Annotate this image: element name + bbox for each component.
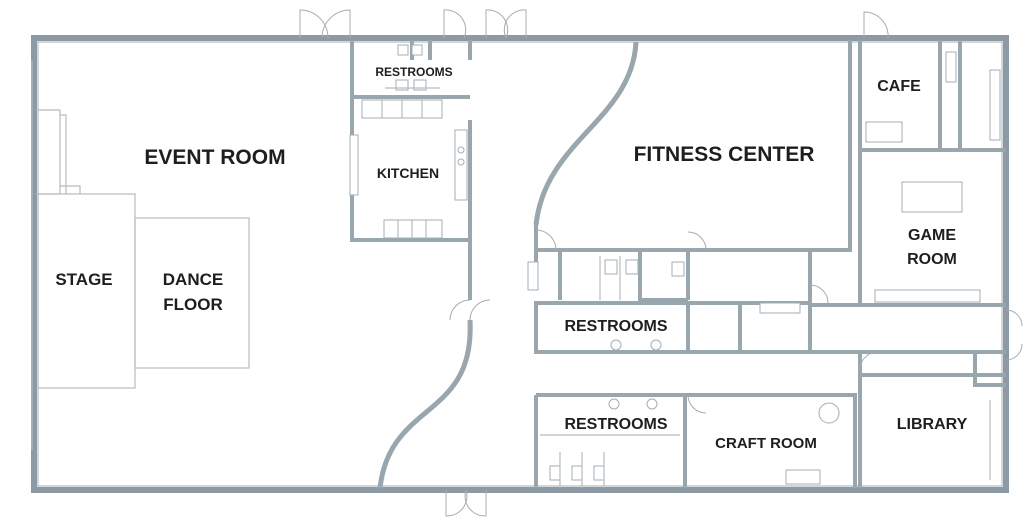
doors (299, 9, 1023, 517)
label-cafe: CAFE (877, 78, 921, 95)
game-table (901, 181, 963, 213)
label-game-room-1: GAME (908, 227, 956, 244)
label-library: LIBRARY (897, 416, 968, 433)
label-event-room: EVENT ROOM (144, 146, 285, 169)
label-restrooms-top: RESTROOMS (375, 65, 452, 79)
label-stage: STAGE (55, 270, 112, 289)
label-dance-floor-2: FLOOR (163, 295, 223, 314)
south-rooms (534, 352, 1006, 488)
stage-platform (37, 193, 136, 389)
label-dance-floor-1: DANCE (163, 270, 223, 289)
fitness-center-block (527, 40, 1006, 354)
label-game-room-2: ROOM (907, 251, 957, 268)
east-rooms-top (858, 40, 1006, 305)
event-room-area (31, 60, 250, 450)
label-craft-room: CRAFT ROOM (715, 435, 817, 452)
kitchen-block (349, 40, 472, 242)
dance-floor-area (134, 217, 250, 369)
label-restrooms-mid: RESTROOMS (564, 318, 667, 335)
label-restrooms-bottom: RESTROOMS (564, 416, 667, 433)
label-fitness-center: FITNESS CENTER (634, 143, 815, 166)
label-kitchen: KITCHEN (377, 165, 439, 181)
